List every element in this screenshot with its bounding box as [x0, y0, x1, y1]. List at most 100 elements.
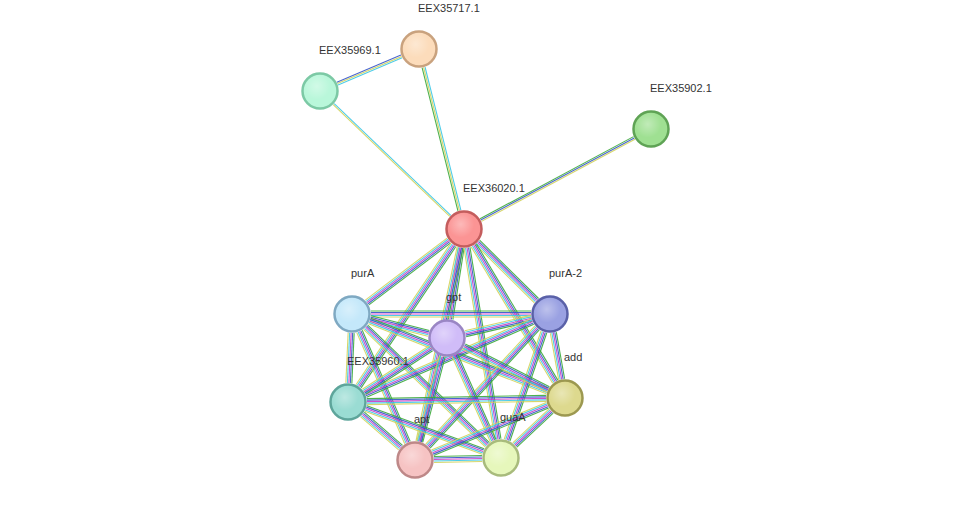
node-gloss [304, 75, 336, 107]
evidence-line [366, 407, 483, 450]
node-fill [634, 112, 669, 147]
node-circle [333, 295, 371, 333]
evidence-line [481, 139, 634, 221]
node-gloss [549, 382, 581, 414]
interaction-edge [371, 311, 531, 317]
protein-node: EEX35969.1 [301, 72, 339, 110]
node-gloss [336, 298, 368, 330]
evidence-line [463, 349, 547, 392]
evidence-line [550, 333, 558, 380]
evidence-line [371, 316, 531, 317]
interaction-edge [480, 137, 635, 222]
node-circle [546, 379, 584, 417]
evidence-line [464, 347, 548, 390]
evidence-line [465, 344, 549, 387]
node-circle [482, 439, 520, 477]
evidence-line [367, 401, 546, 404]
node-fill [398, 443, 433, 478]
evidence-line [369, 243, 451, 305]
node-circle [445, 210, 483, 248]
evidence-line [371, 312, 531, 313]
node-gloss [431, 322, 463, 354]
interaction-edge [434, 455, 482, 462]
evidence-line [367, 240, 449, 302]
evidence-line [480, 137, 633, 219]
protein-node: gpt [428, 319, 466, 357]
protein-node: guaA [482, 439, 520, 477]
node-fill [402, 32, 437, 67]
evidence-line [425, 67, 461, 210]
node-fill [447, 212, 482, 247]
evidence-line [434, 461, 482, 462]
evidence-line [424, 67, 460, 210]
node-label: EEX36020.1 [463, 181, 525, 195]
node-fill [548, 381, 583, 416]
node-gloss [485, 442, 517, 474]
protein-node: EEX35960.1 [329, 383, 367, 421]
node-label: EEX35969.1 [319, 43, 381, 57]
node-gloss [534, 298, 566, 330]
interaction-edge [362, 346, 432, 394]
evidence-line [334, 104, 451, 216]
evidence-line [333, 105, 450, 217]
node-gloss [448, 213, 480, 245]
interaction-edge [333, 104, 451, 217]
node-fill [331, 385, 366, 420]
evidence-line [362, 346, 429, 389]
evidence-line [434, 455, 482, 456]
node-fill [303, 74, 338, 109]
protein-node: purA-2 [531, 295, 569, 333]
node-label: add [564, 350, 582, 364]
node-circle [396, 441, 434, 479]
evidence-line [434, 460, 482, 461]
interaction-edge [475, 240, 538, 303]
node-fill [430, 321, 465, 356]
node-circle [301, 72, 339, 110]
node-fill [484, 441, 519, 476]
node-gloss [399, 444, 431, 476]
node-circle [329, 383, 367, 421]
interaction-edge [550, 332, 564, 380]
evidence-line [337, 55, 401, 82]
protein-node: add [546, 379, 584, 417]
node-circle [632, 110, 670, 148]
node-circle [428, 319, 466, 357]
interaction-edge [337, 55, 402, 85]
evidence-line [422, 68, 458, 211]
evidence-line [364, 348, 431, 391]
protein-node: purA [333, 295, 371, 333]
interaction-edge [422, 67, 461, 211]
node-fill [335, 297, 370, 332]
interaction-edge [463, 344, 550, 392]
node-label: EEX35902.1 [650, 81, 712, 95]
node-gloss [332, 386, 364, 418]
node-label: guaA [500, 410, 526, 424]
evidence-line [431, 402, 546, 449]
protein-node: EEX35717.1 [400, 30, 438, 68]
interaction-edge [367, 395, 546, 404]
evidence-line [552, 333, 560, 380]
evidence-line [434, 458, 482, 459]
protein-node: EEX35902.1 [632, 110, 670, 148]
evidence-line [481, 138, 634, 220]
evidence-line [368, 242, 450, 304]
evidence-line [338, 58, 402, 85]
node-circle [531, 295, 569, 333]
node-label: EEX35717.1 [418, 1, 480, 15]
evidence-line [371, 313, 531, 314]
node-gloss [635, 113, 667, 145]
node-label: apt [414, 412, 429, 426]
node-fill [533, 297, 568, 332]
evidence-line [371, 315, 531, 316]
evidence-line [371, 310, 531, 311]
node-gloss [403, 33, 435, 65]
evidence-line [434, 457, 482, 458]
protein-node: apt [396, 441, 434, 479]
node-label: purA-2 [549, 266, 582, 280]
evidence-line [465, 345, 549, 388]
node-label: purA [351, 266, 374, 280]
evidence-line [363, 347, 430, 390]
